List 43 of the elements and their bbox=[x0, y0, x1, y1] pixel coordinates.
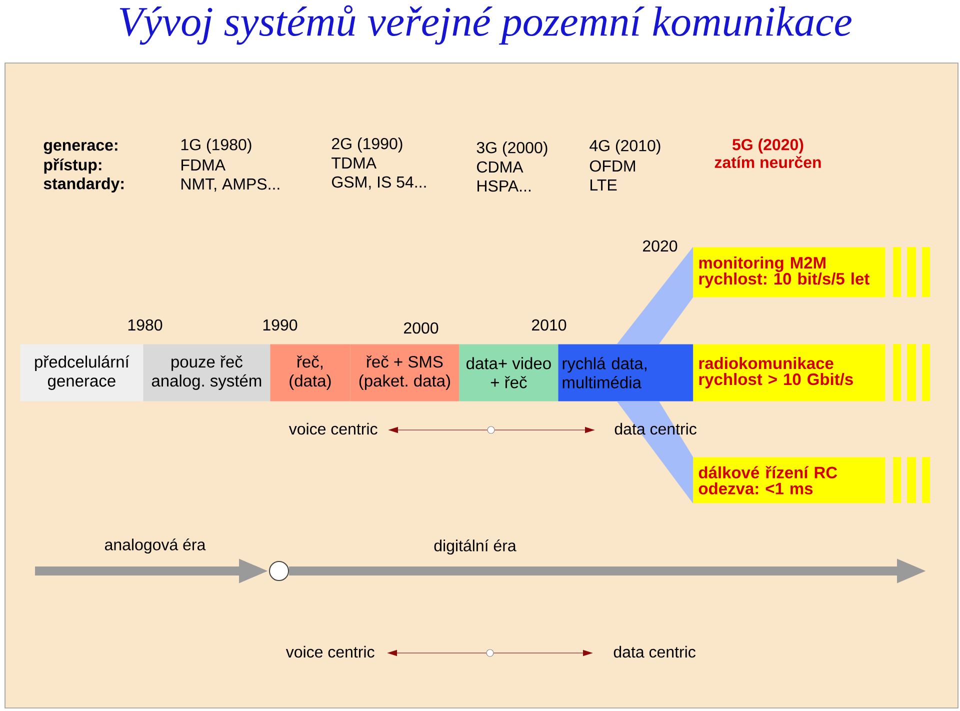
table-header: standardy: bbox=[44, 178, 124, 192]
end-label: data centric bbox=[614, 646, 696, 658]
requirement-box: monitoring M2M rychlost: 10 bit/s/5 let bbox=[693, 247, 886, 298]
edge-label: digitální éra bbox=[434, 539, 516, 555]
table-cell: NMT, AMPS... bbox=[182, 178, 280, 192]
table-cell: zatím neurčen bbox=[714, 156, 821, 168]
table-header: generace: bbox=[44, 142, 118, 154]
end-label: voice centric bbox=[288, 422, 378, 435]
node-label: řeč, (data) bbox=[290, 355, 331, 390]
table-cell: TDMA bbox=[332, 158, 376, 168]
requirement-box: dálkové řízení RC odezva: <1 ms bbox=[693, 457, 886, 504]
table-cell: 3G (2000) bbox=[476, 142, 548, 156]
timeline-segment: pouze řeč analog. systém bbox=[143, 344, 270, 402]
table-cell: 5G (2020) bbox=[732, 138, 804, 154]
year-label: 2020 bbox=[643, 240, 678, 252]
year-label: 2010 bbox=[532, 319, 566, 331]
table-cell: 4G (2010) bbox=[590, 140, 660, 154]
end-label: data centric bbox=[614, 422, 696, 435]
timeline-segment: řeč, (data) bbox=[270, 344, 350, 402]
branch-band bbox=[616, 246, 694, 344]
end-label: voice centric bbox=[286, 646, 374, 658]
node-label: řeč + SMS (paket. data) bbox=[359, 355, 450, 390]
table-cell: GSM, IS 54... bbox=[332, 176, 426, 190]
title: Vývoj systémů veřejné pozemní komunikace bbox=[120, 5, 852, 45]
table-cell: CDMA bbox=[477, 161, 524, 173]
table-cell: FDMA bbox=[182, 160, 226, 170]
timeline-segment: rychlá data, multimédia bbox=[558, 344, 694, 402]
table-cell: HSPA... bbox=[478, 180, 530, 192]
requirement-box: radiokomunikace rychlost > 10 Gbit/s bbox=[693, 344, 886, 402]
table-cell: 1G (1980) bbox=[181, 138, 252, 154]
table-cell: OFDM bbox=[590, 160, 635, 172]
year-label: 1980 bbox=[128, 319, 162, 331]
table-cell: 2G (1990) bbox=[332, 138, 402, 152]
edge-label: analogová éra bbox=[104, 538, 206, 554]
table-cell: LTE bbox=[590, 180, 617, 190]
junction-circle bbox=[269, 561, 289, 581]
year-label: 1990 bbox=[263, 319, 298, 331]
branch-band bbox=[616, 401, 694, 504]
timeline-segment: předcelulární generace bbox=[20, 344, 144, 402]
timeline-segment: řeč + SMS (paket. data) bbox=[350, 344, 460, 402]
table-header: přístup: bbox=[44, 158, 102, 174]
timeline-segment: data+ video + řeč bbox=[459, 344, 558, 402]
year-label: 2000 bbox=[404, 322, 438, 334]
